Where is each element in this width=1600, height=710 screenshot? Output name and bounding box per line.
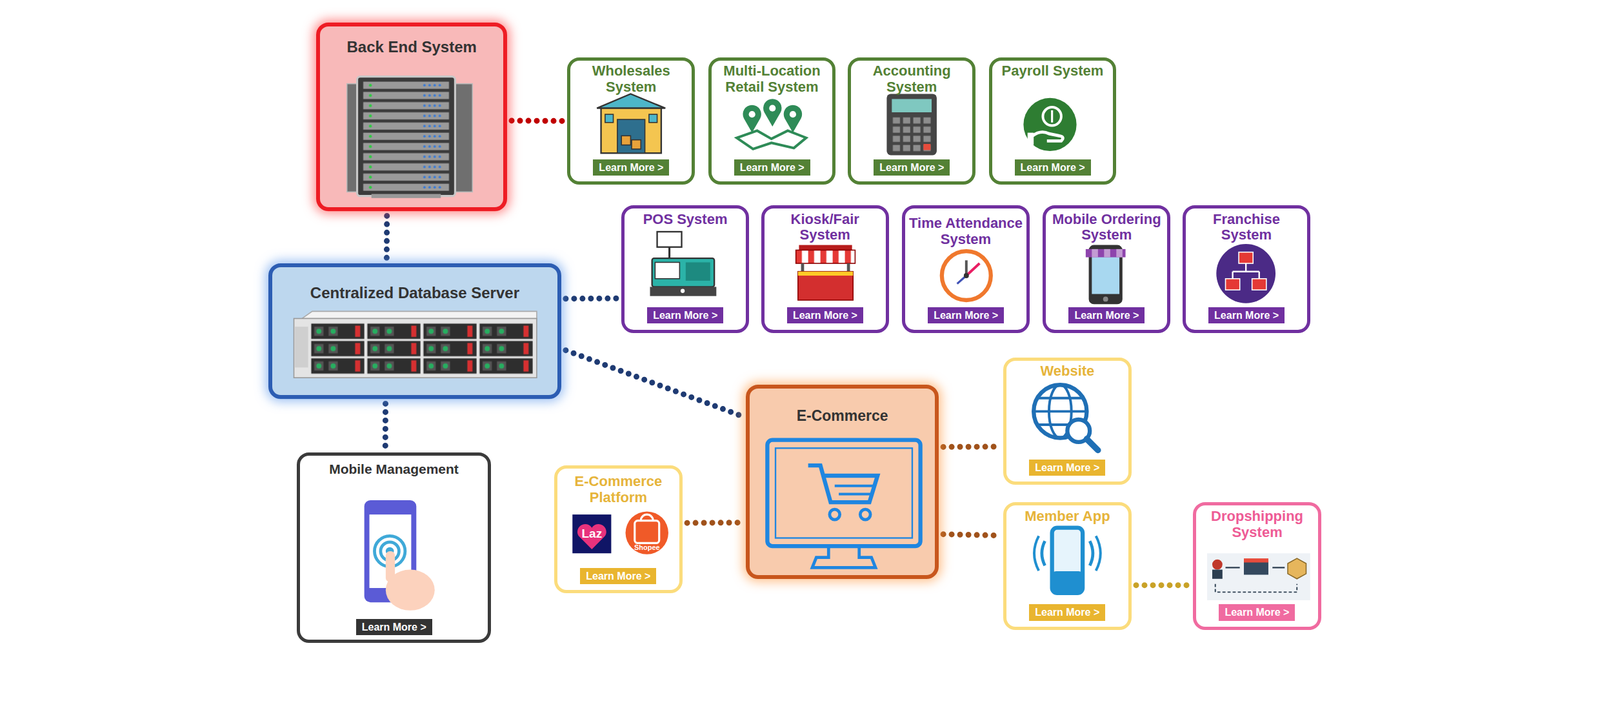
calculator-icon [886, 94, 937, 156]
box-title: Member App [1006, 508, 1129, 525]
button-label: Learn More > [1034, 461, 1100, 474]
dotted-connector [687, 519, 742, 526]
learn-more-button: Learn More > [1029, 459, 1106, 476]
payroll-icon [1023, 98, 1077, 151]
module-box: Franchise SystemLearn More > [1182, 205, 1311, 333]
dotted-connector [382, 403, 389, 448]
box-title: POS System [624, 211, 746, 228]
module-box: Accounting SystemLearn More > [847, 57, 976, 186]
box-title: Back End System [320, 38, 504, 57]
button-label: Learn More > [740, 161, 805, 174]
module-box: Mobile ManagementLearn More > [296, 452, 491, 644]
box-title: Wholesales System [570, 63, 692, 95]
pos-register-icon [650, 231, 717, 297]
learn-more-button: Learn More > [1014, 159, 1091, 176]
box-title: Mobile Ordering System [1045, 211, 1168, 244]
logo-text: Shopee [634, 543, 660, 551]
logo-text: Laz [581, 526, 603, 541]
box-title: E-Commerce Platform [557, 473, 680, 506]
map-pins-icon [736, 98, 807, 150]
box-title: Kiosk/Fair System [764, 211, 886, 244]
learn-more-button: Learn More > [1029, 603, 1106, 620]
button-label: Learn More > [792, 309, 858, 322]
module-box: POS SystemLearn More > [621, 205, 750, 333]
button-label: Learn More > [1034, 605, 1100, 619]
warehouse-icon [596, 94, 666, 154]
learn-more-button: Learn More > [592, 159, 670, 176]
learn-more-button: Learn More > [356, 618, 433, 635]
server-box: Back End System [316, 22, 508, 212]
button-label: Learn More > [1224, 605, 1290, 619]
button-label: Learn More > [1074, 309, 1139, 322]
learn-more-button: Learn More > [580, 567, 657, 584]
box-title: Centralized Database Server [272, 284, 558, 302]
module-box: Kiosk/Fair SystemLearn More > [761, 205, 890, 333]
touch-phone-icon [364, 500, 435, 611]
kiosk-stall-icon [796, 245, 856, 300]
franchise-icon [1216, 243, 1276, 304]
module-box: Multi-Location Retail SystemLearn More > [708, 57, 837, 186]
mobile-order-icon [1085, 245, 1126, 305]
globe-icon [1033, 384, 1099, 450]
hub-box: E-Commerce [745, 384, 939, 579]
dotted-connector [943, 443, 999, 450]
box-title: Dropshipping System [1196, 508, 1319, 540]
module-box: Mobile Ordering SystemLearn More > [1042, 205, 1171, 333]
clock-icon [941, 250, 991, 300]
dotted-connector [1136, 581, 1189, 588]
button-label: Learn More > [1214, 309, 1279, 322]
box-title: Payroll System [992, 63, 1114, 80]
dropshipping-flow-image [1207, 552, 1311, 600]
box-title: Franchise System [1185, 211, 1308, 244]
button-label: Learn More > [933, 309, 999, 322]
module-box: Member AppLearn More > [1003, 501, 1132, 630]
button-label: Learn More > [652, 309, 718, 322]
button-label: Learn More > [598, 161, 664, 174]
module-box: E-Commerce PlatformLearn More > [554, 465, 683, 593]
button-label: Learn More > [879, 161, 944, 174]
dotted-connector [943, 534, 999, 536]
learn-more-button: Learn More > [1208, 307, 1285, 324]
box-title: Multi-Location Retail System [711, 63, 833, 95]
dotted-connector [565, 295, 617, 302]
server-box: Centralized Database Server [268, 263, 562, 399]
learn-more-button: Learn More > [873, 159, 950, 176]
button-label: Learn More > [585, 569, 651, 582]
dotted-connector [565, 350, 742, 417]
module-box: Payroll SystemLearn More > [989, 57, 1117, 186]
learn-more-button: Learn More > [1068, 307, 1145, 324]
dotted-connector [383, 215, 390, 259]
button-label: Learn More > [1020, 161, 1086, 174]
box-title: Mobile Management [300, 461, 488, 477]
marketplace-logos [572, 510, 669, 554]
server-rack-icon [347, 76, 473, 199]
box-title: E-Commerce [749, 407, 935, 425]
database-server-icon [294, 310, 537, 378]
box-title: Website [1006, 363, 1129, 380]
box-title: Accounting System [850, 63, 973, 95]
module-box: Wholesales SystemLearn More > [567, 57, 695, 186]
dotted-connector [511, 117, 563, 124]
learn-more-button: Learn More > [1218, 603, 1295, 620]
learn-more-button: Learn More > [927, 307, 1004, 324]
module-box: WebsiteLearn More > [1003, 357, 1132, 486]
module-box: Dropshipping SystemLearn More > [1192, 501, 1322, 630]
button-label: Learn More > [361, 620, 427, 633]
module-box: Time Attendance SystemLearn More > [901, 205, 1030, 333]
box-title: Time Attendance System [905, 215, 1027, 248]
vibrating-phone-icon [1034, 527, 1101, 593]
shopping-monitor-icon [767, 440, 920, 568]
learn-more-button: Learn More > [647, 307, 724, 324]
learn-more-button: Learn More > [734, 159, 811, 176]
learn-more-button: Learn More > [787, 307, 864, 324]
